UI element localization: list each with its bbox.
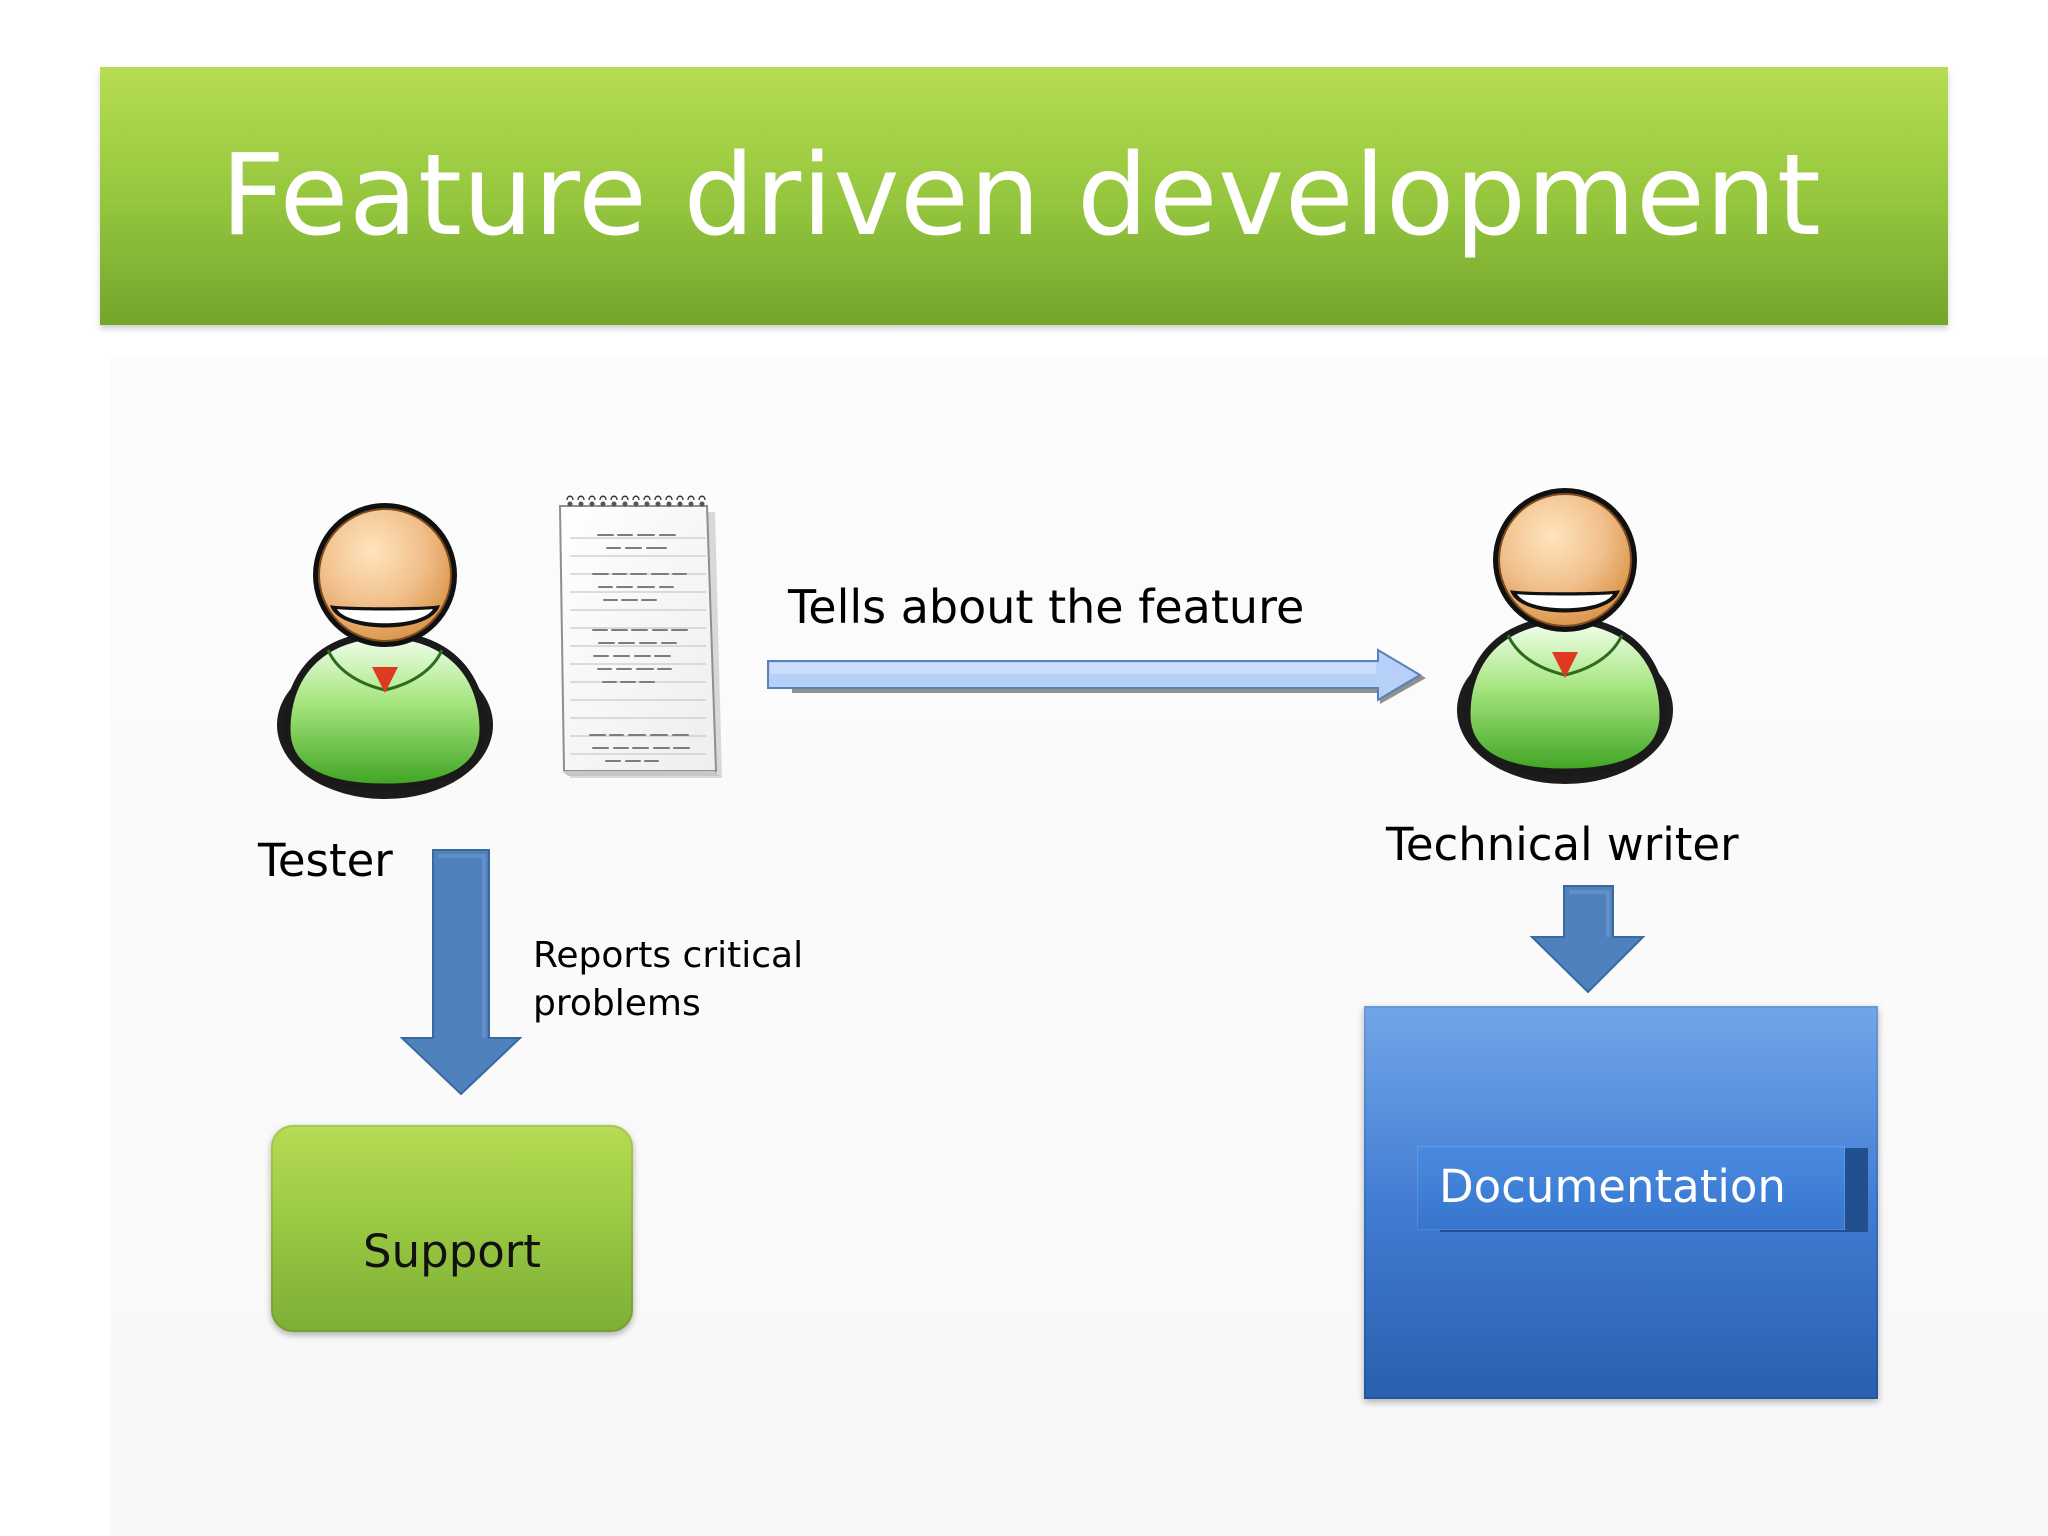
support-label: Support	[363, 1225, 541, 1278]
tells-about-feature-label: Tells about the feature	[788, 580, 1305, 634]
tester-avatar-illustration	[277, 503, 493, 799]
tester-user-icon	[260, 503, 510, 805]
tester-label: Tester	[258, 834, 393, 887]
support-box: Support	[271, 1125, 633, 1332]
horizontal-arrow-graphic	[767, 648, 1426, 704]
tells-about-feature-arrow	[766, 648, 1426, 710]
vertical-arrow-graphic	[399, 849, 523, 1096]
technical-writer-label: Technical writer	[1386, 818, 1739, 871]
documentation-bar: Documentation	[1417, 1146, 1845, 1230]
page-title: Feature driven development	[220, 131, 1822, 261]
technical-writer-avatar-illustration	[1457, 488, 1673, 784]
notepad-icon	[550, 495, 730, 786]
documentation-label: Documentation	[1439, 1160, 1786, 1213]
reports-critical-problems-arrow	[399, 848, 523, 1096]
technical-writer-arrow	[1529, 884, 1646, 994]
reports-critical-label: Reports critical	[533, 935, 804, 976]
technical-writer-user-icon	[1440, 488, 1690, 790]
short-vertical-arrow-graphic	[1529, 885, 1646, 994]
title-bar: Feature driven development	[100, 67, 1948, 325]
reports-problems-label: problems	[533, 983, 701, 1024]
notepad-illustration	[558, 495, 722, 778]
